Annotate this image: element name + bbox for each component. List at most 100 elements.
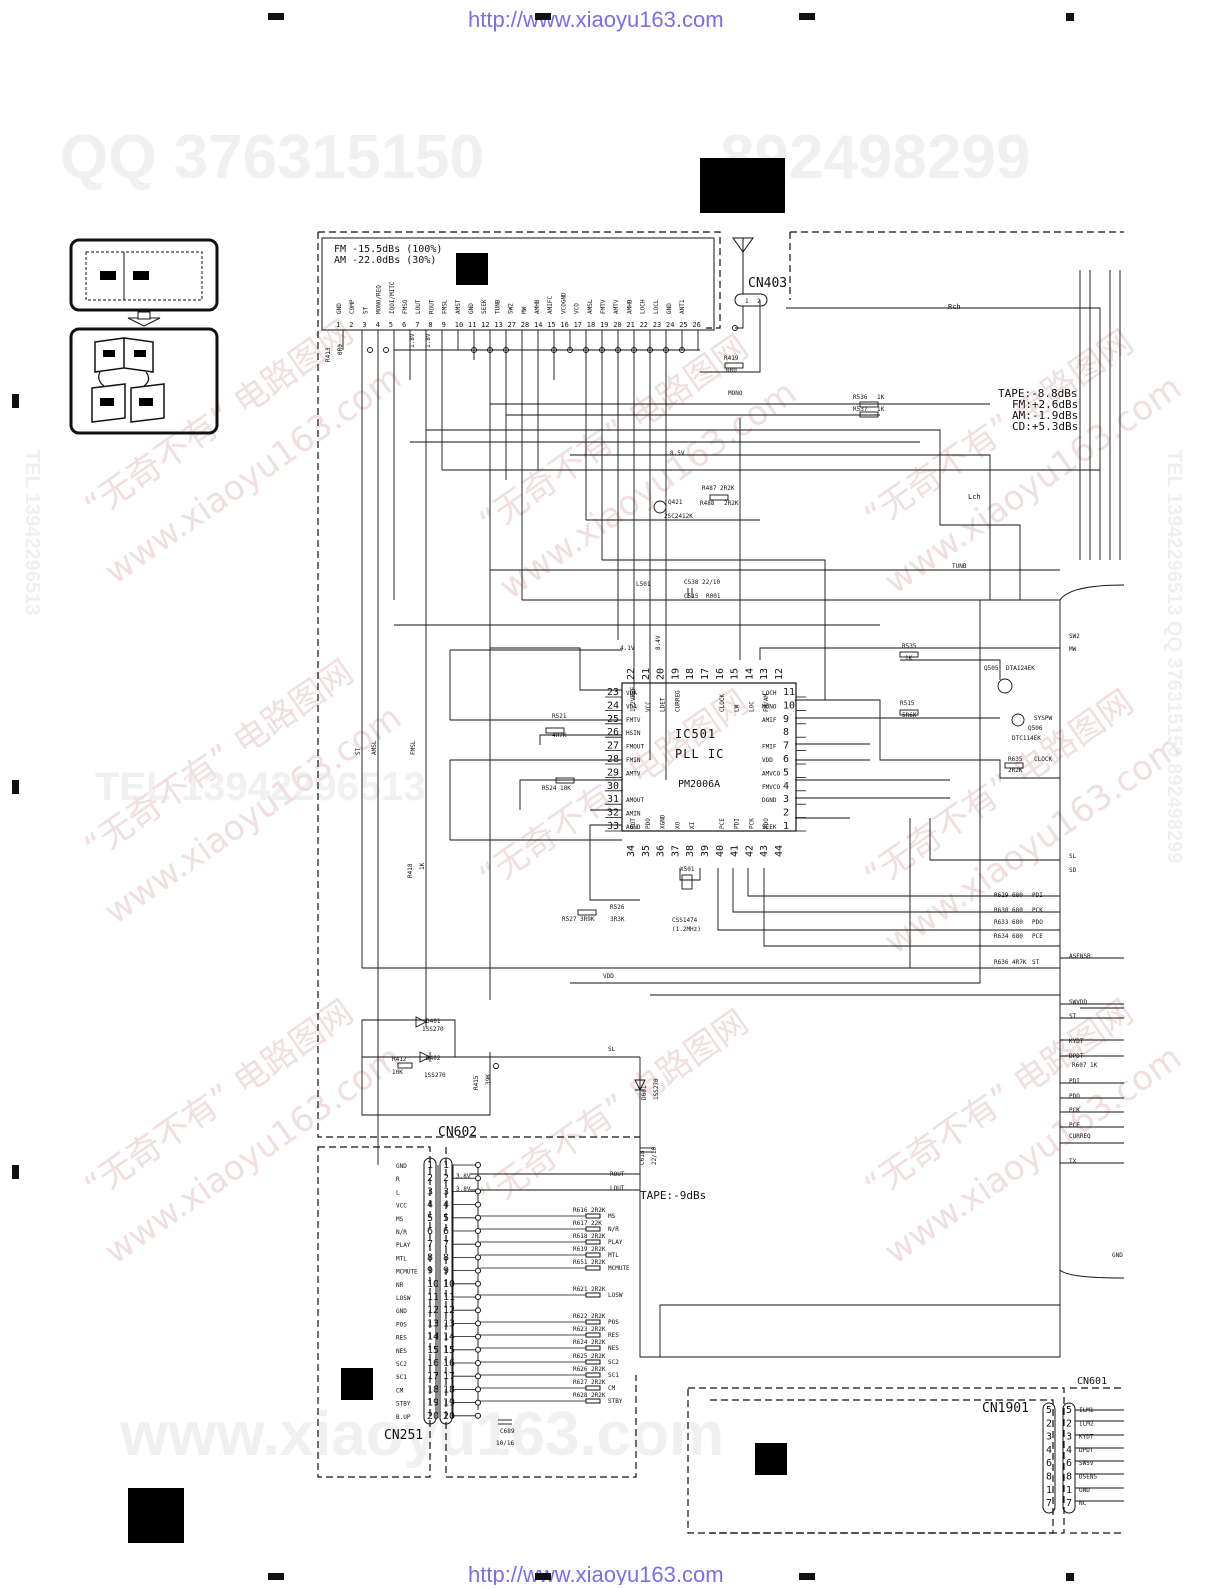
ic-pin-name: 1/2VREF <box>630 686 637 712</box>
cn251-pin-number: 20 <box>427 1411 439 1422</box>
tuner-pin-name: LOUT <box>415 299 422 314</box>
cn602-signal: SC1 <box>608 1372 619 1379</box>
note-am-level: AM -22.0dBs (30%) <box>334 255 436 266</box>
ic-pin-number: 9 <box>783 714 789 725</box>
ic-pin-number: 27 <box>607 741 619 752</box>
cn251-pin-name: MS <box>396 1216 404 1223</box>
cn251-pin-number: 12 <box>427 1305 439 1316</box>
tuner-pin-number: 23 <box>653 321 661 329</box>
ic-pin-number: 2 <box>783 808 789 819</box>
ic-pin-number: 31 <box>607 794 619 805</box>
svg-text:D401: D401 <box>426 1018 441 1025</box>
ic-pin-number: 39 <box>700 845 711 857</box>
bus-label: ST <box>1069 1013 1077 1020</box>
cn251-label: CN251 <box>384 1428 423 1443</box>
tuner-pin-name: AMSL <box>587 299 594 314</box>
ic-pin-number: 35 <box>641 845 652 857</box>
cn602-label: CN602 <box>438 1125 477 1140</box>
board-boundaries <box>317 231 1124 1534</box>
ic-pin-name: FMTV <box>626 717 641 724</box>
tuner-pin-number: 3 <box>362 321 366 329</box>
ic-pin-number: 28 <box>607 754 619 765</box>
cn601-pin-number: 1 <box>1066 1485 1072 1496</box>
cn251-pin-number: 19 <box>427 1398 439 1409</box>
cn251-pin-name: MCMUTE <box>396 1269 418 1276</box>
tuner-pin-number: 28 <box>521 321 529 329</box>
bus-label: MW <box>1069 646 1077 653</box>
ic-pin-name: XI <box>689 821 696 829</box>
ic501-ref: IC501 <box>675 727 716 741</box>
ic-pin-name: LOCH <box>762 690 777 697</box>
tuner-pin-number: 20 <box>613 321 621 329</box>
ic-pin-number: 22 <box>626 668 637 680</box>
ic-pin-number: 32 <box>607 808 619 819</box>
tuner-pin-number: 7 <box>415 321 419 329</box>
svg-text:GND: GND <box>1112 1252 1123 1259</box>
note-tape-level: TAPE:-8.8dBs <box>998 387 1077 400</box>
svg-text:R535: R535 <box>902 643 917 650</box>
ic-pin-name: PCE <box>719 818 726 829</box>
cn251-pin-number: 2 <box>427 1173 433 1184</box>
ic-pin-name: XO <box>674 821 681 829</box>
ic501-body <box>621 682 797 832</box>
ic-pin-number: 33 <box>607 821 619 832</box>
cn602-signal: RES <box>608 1332 619 1339</box>
svg-text:1: 1 <box>745 298 749 305</box>
note-cd-level: CD:+5.3dBs <box>1012 420 1078 433</box>
cn1901-pin-number: 1 <box>1046 1485 1052 1496</box>
cn601-pin-number: 7 <box>1066 1498 1072 1509</box>
cn602-pin-number: 10 <box>443 1279 455 1290</box>
signal-name: ST <box>1032 959 1040 966</box>
watermark-www-bottom: www.xiaoyu163.com <box>119 1400 724 1469</box>
footer-url[interactable]: http://www.xiaoyu163.com <box>468 1562 724 1587</box>
cn1901-label: CN1901 <box>982 1401 1029 1416</box>
svg-text:1.8V: 1.8V <box>409 333 416 348</box>
ic-pin-name: HSIN <box>626 730 641 737</box>
tuner-pin-row: 1GND2COMP3ST4MONO/REQ5IQOI/MITC6FMSO7LOU… <box>336 281 701 329</box>
ic-pin-name: POT <box>630 818 637 829</box>
tuner-pin-name: AMHB <box>534 299 541 314</box>
page-navigator-icon <box>69 238 219 435</box>
cn1901-pin-number: 5 <box>1046 1405 1052 1416</box>
svg-text:C538 22/10: C538 22/10 <box>684 579 721 586</box>
cn251-pin-name: SC1 <box>396 1374 407 1381</box>
cn601-pin-name: ILM2 <box>1079 1420 1094 1427</box>
cn602-pin-number: 16 <box>443 1358 455 1369</box>
ic-pin-number: 43 <box>759 845 770 857</box>
cn602-resistor-ref: R627 2R2K <box>573 1379 606 1386</box>
cn602-pin-number: 4 <box>443 1200 449 1211</box>
ic-pin-name: PDI <box>734 818 741 829</box>
ic-pin-name: LW <box>734 704 741 712</box>
tuner-pin-name: IQOI/MITC <box>389 281 396 314</box>
svg-text:D402: D402 <box>426 1055 441 1062</box>
svg-text:2: 2 <box>757 298 761 305</box>
header-url[interactable]: http://www.xiaoyu163.com <box>468 7 724 32</box>
tuner-pin-number: 1 <box>336 321 340 329</box>
bus-label: SWVDD <box>1069 999 1087 1006</box>
tuner-pin-number: 17 <box>574 321 582 329</box>
svg-text:C689: C689 <box>500 1428 515 1435</box>
misc-labels: Rch Lch MONO TUNB 8.5V ST AMSL FMSL VDD … <box>325 303 1123 1447</box>
cn602-pin-number: 7 <box>443 1239 449 1250</box>
svg-text:C618: C618 <box>639 1150 646 1165</box>
signal-name: PCK <box>1032 907 1043 914</box>
cn251-pin-name: POS <box>396 1321 407 1328</box>
tuner-pin-name: GND <box>336 303 343 314</box>
ic-pin-name: SEEK <box>762 824 777 831</box>
svg-text:3.8V: 3.8V <box>456 1173 471 1180</box>
svg-text:AMSL: AMSL <box>371 740 378 755</box>
tuner-pin-name: ANT1 <box>679 299 686 314</box>
svg-text:MONO: MONO <box>728 390 743 397</box>
tuner-pin-name: VCOGND <box>560 292 567 314</box>
cn602-resistor-ref: R628 2R2K <box>573 1392 606 1399</box>
tuner-pin-name: GND <box>468 303 475 314</box>
tuner-pin-name: COMP <box>349 299 356 314</box>
cn602-pin-number: 14 <box>443 1332 455 1343</box>
tuner-pin-number: 13 <box>494 321 502 329</box>
cn602-pin-number: 18 <box>443 1384 455 1395</box>
tuner-pin-name: TUNB <box>494 299 501 314</box>
cn602-pin-number: 1 <box>443 1160 449 1171</box>
svg-text:R001: R001 <box>706 593 721 600</box>
